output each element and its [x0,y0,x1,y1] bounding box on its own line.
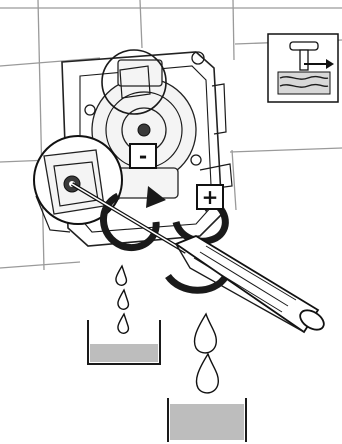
large-container [168,398,246,442]
decrease-sign-label: - [139,144,147,168]
increase-sign: + [197,185,223,209]
water-flow-icon [268,34,338,102]
small-drops [116,266,128,333]
increase-sign-label: + [202,185,219,209]
decrease-sign: - [130,144,156,168]
large-drops [194,314,218,393]
